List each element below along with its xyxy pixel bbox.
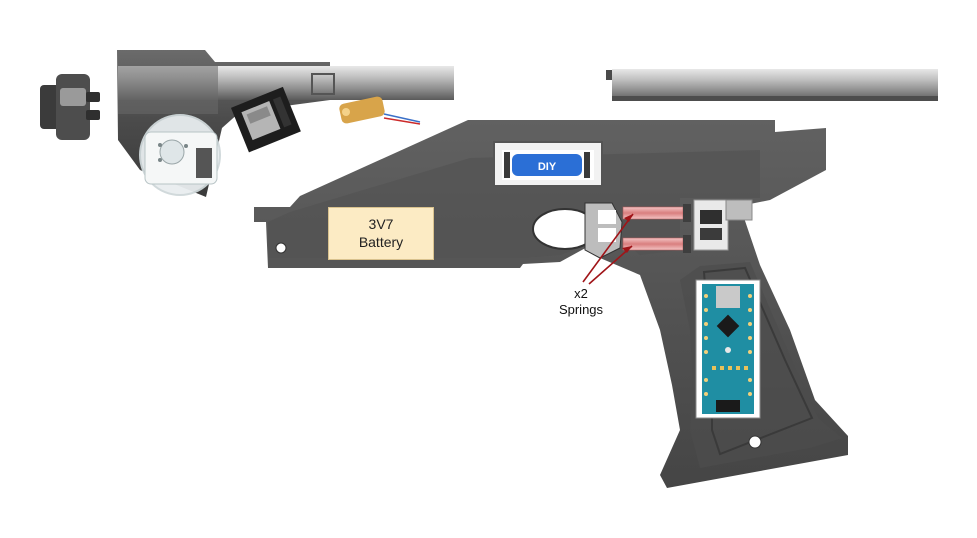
springs-label: x2 Springs [548,286,614,317]
upper-receiver [117,50,454,197]
trigger-guard-opening [532,202,623,259]
battery-name-label: Battery [358,233,404,250]
oled-display [493,141,603,187]
battery-label-box: 3V7 Battery [328,207,434,260]
sd-card-module [230,86,301,153]
muzzle-cap [40,74,100,140]
battery-voltage-label: 3V7 [368,216,394,232]
springs-pointer-arrows [582,213,634,285]
laser-diode [339,96,421,125]
arduino-nano [695,279,761,419]
microswitch [693,199,753,251]
springs [622,204,691,253]
speaker-component [139,114,221,196]
barrel [606,69,938,101]
springs-name-label: Springs [558,301,604,317]
oled-screen-text: DIY [538,161,557,173]
springs-count-label: x2 [574,286,588,301]
